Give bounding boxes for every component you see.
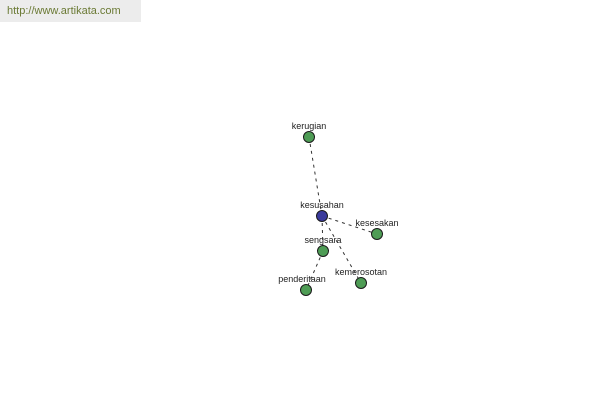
labels-layer: kerugian kesusahan kesesakan sengsara pender… <box>278 121 398 284</box>
graph-node-label-sengsara: sengsara <box>304 235 341 245</box>
graph-node-kesesakan[interactable] <box>371 228 383 240</box>
nodes-layer <box>300 131 383 296</box>
graph-edge-kesusahan-kesesakan <box>321 215 378 235</box>
graph-node-penderitaan[interactable] <box>300 284 312 296</box>
url-badge: http://www.artikata.com <box>0 0 141 22</box>
graph-node-kesusahan[interactable] <box>316 210 328 222</box>
graph-edge-kesusahan-kemerosotan <box>321 215 362 284</box>
graph-node-label-kesusahan: kesusahan <box>300 200 344 210</box>
graph-node-sengsara[interactable] <box>317 245 329 257</box>
graph-node-label-penderitaan: penderitaan <box>278 274 326 284</box>
graph-node-label-kesesakan: kesesakan <box>355 218 398 228</box>
graph-node-label-kemerosotan: kemerosotan <box>335 267 387 277</box>
graph-node-kemerosotan[interactable] <box>355 277 367 289</box>
graph-edge-sengsara-penderitaan <box>305 250 324 291</box>
graph-node-kerugian[interactable] <box>303 131 315 143</box>
graph-node-label-kerugian: kerugian <box>292 121 327 131</box>
